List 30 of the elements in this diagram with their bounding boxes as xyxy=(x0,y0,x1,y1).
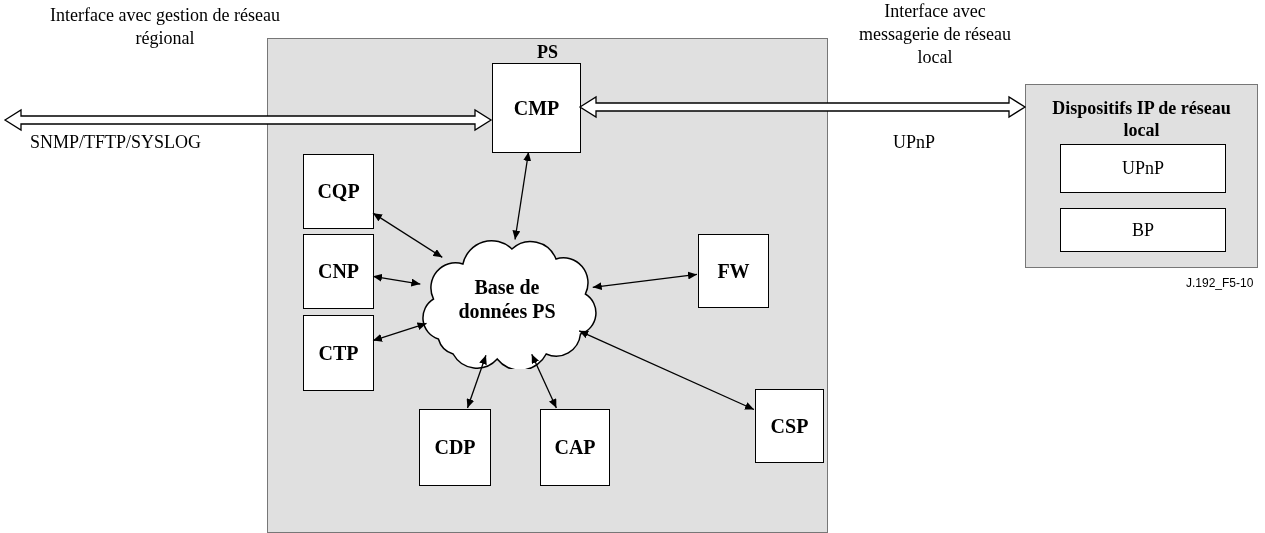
arrow xyxy=(592,271,698,291)
arrow xyxy=(578,330,755,411)
component-box: FW xyxy=(698,234,769,308)
system-panel xyxy=(267,38,828,533)
component-box: UPnP xyxy=(1060,144,1226,193)
component-box: CAP xyxy=(540,409,610,486)
arrow xyxy=(466,354,487,409)
edge-label: Interface avec gestion de réseau régional xyxy=(49,4,281,50)
double-arrow xyxy=(3,108,493,132)
system-panel xyxy=(1025,84,1258,268)
component-box: CMP xyxy=(492,63,581,153)
arrow xyxy=(372,273,421,287)
arrow xyxy=(372,322,428,342)
component-box: CTP xyxy=(303,315,374,391)
component-box: CDP xyxy=(419,409,491,486)
component-box: CQP xyxy=(303,154,374,229)
component-box: CNP xyxy=(303,234,374,309)
protocol-label: SNMP/TFTP/SYSLOG xyxy=(30,132,202,153)
double-arrow xyxy=(578,95,1027,119)
protocol-label: UPnP xyxy=(893,132,936,153)
arrow xyxy=(372,212,443,258)
panel-title: Dispositifs IP de réseau local xyxy=(1051,97,1232,141)
figure-id: J.192_F5-10 xyxy=(1186,276,1254,290)
component-box: CSP xyxy=(755,389,824,463)
cloud-label: Base de données PS xyxy=(457,275,557,323)
arrow xyxy=(531,353,557,409)
component-box: BP xyxy=(1060,208,1226,252)
arrow xyxy=(512,151,532,241)
edge-label: Interface avec messagerie de réseau local xyxy=(858,0,1012,69)
panel-title: PS xyxy=(536,41,559,63)
